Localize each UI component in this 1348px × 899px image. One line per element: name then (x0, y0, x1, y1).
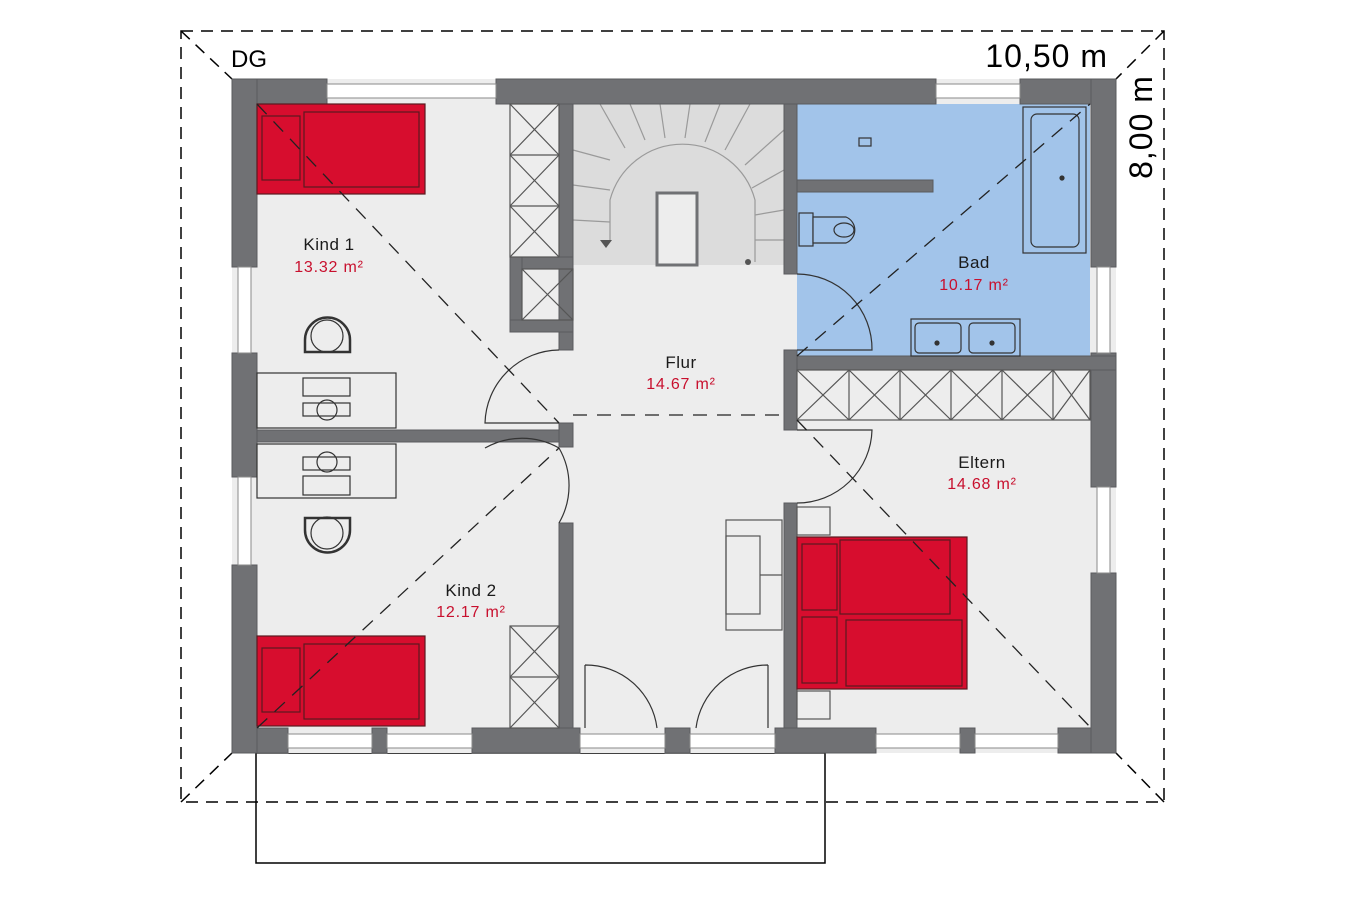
balcony-outline (255, 752, 826, 864)
room-area-kind2: 12.17 m² (436, 604, 506, 621)
beds (256, 103, 968, 727)
width-dimension: 10,50 m (985, 38, 1108, 74)
desks-chairs (256, 316, 397, 554)
room-area-bad: 10.17 m² (939, 277, 1009, 294)
bath-fixtures (798, 106, 1087, 357)
depth-dimension: 8,00 m (1123, 75, 1159, 179)
room-area-eltern: 14.68 m² (947, 476, 1017, 493)
room-name-bad: Bad (958, 253, 990, 272)
windows (237, 83, 1111, 749)
room-name-eltern: Eltern (958, 453, 1005, 472)
doors (484, 273, 873, 729)
walls (231, 78, 1117, 754)
room-area-flur: 14.67 m² (646, 376, 716, 393)
room-name-flur: Flur (665, 353, 696, 372)
room-name-kind1: Kind 1 (303, 235, 354, 254)
sofa (725, 519, 783, 631)
floor-label: DG (231, 46, 267, 73)
room-area-kind1: 13.32 m² (294, 259, 364, 276)
wardrobes (509, 103, 1091, 729)
roof-outline (180, 30, 1165, 803)
room-diagonals (256, 103, 1092, 729)
room-name-kind2: Kind 2 (445, 581, 496, 600)
staircase (572, 103, 785, 267)
